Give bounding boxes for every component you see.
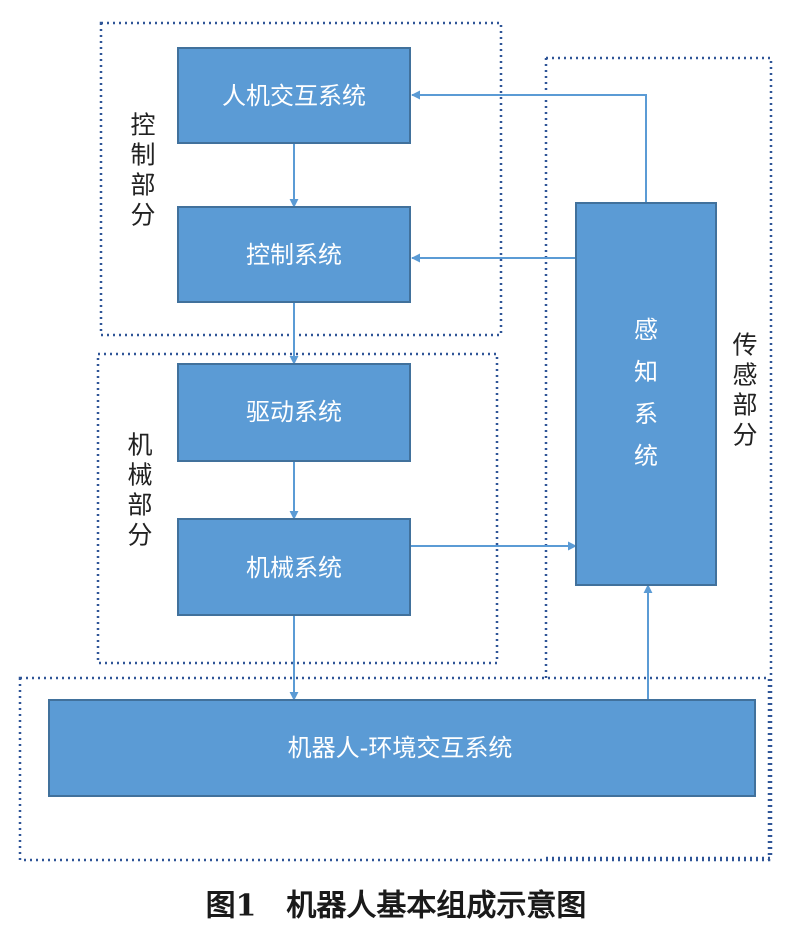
control-part-char-3: 部 — [130, 171, 155, 200]
mechanical-part-char-3: 部 — [127, 491, 152, 520]
sensing-part-char-1: 传 — [732, 331, 757, 360]
perception-system-box: 感 知 系 统 — [575, 202, 717, 586]
perception-char-2: 知 — [634, 358, 658, 386]
environment-part-border — [18, 676, 771, 862]
control-part-char-2: 制 — [130, 141, 155, 170]
mechanical-part-label: 机 械 部 分 — [127, 431, 152, 550]
perception-char-3: 系 — [634, 400, 658, 428]
sensing-part-label: 传 感 部 分 — [732, 331, 757, 450]
control-part-char-4: 分 — [130, 201, 155, 230]
environment-system-box: 机器人-环境交互系统 — [48, 699, 756, 797]
drive-system-box: 驱动系统 — [177, 363, 411, 462]
arrow-perception-to-hci — [411, 90, 647, 203]
figure-caption: 图1 机器人基本组成示意图 — [206, 889, 587, 924]
control-part-char-1: 控 — [130, 111, 155, 140]
control-part-label: 控 制 部 分 — [130, 111, 155, 230]
hci-system-box: 人机交互系统 — [177, 47, 411, 144]
mechanical-part-char-2: 械 — [127, 461, 152, 490]
mechanical-system-box: 机械系统 — [177, 518, 411, 616]
mechanical-system-label: 机械系统 — [246, 554, 342, 582]
perception-char-1: 感 — [634, 316, 658, 344]
control-system-label: 控制系统 — [246, 241, 342, 269]
perception-char-4: 统 — [634, 442, 658, 470]
control-system-box: 控制系统 — [177, 206, 411, 303]
hci-system-label: 人机交互系统 — [222, 82, 366, 110]
sensing-part-char-4: 分 — [732, 421, 757, 450]
sensing-part-char-3: 部 — [732, 391, 757, 420]
sensing-part-char-2: 感 — [732, 361, 757, 390]
mechanical-part-char-1: 机 — [127, 431, 152, 460]
drive-system-label: 驱动系统 — [246, 398, 342, 426]
sensing-part-border — [546, 56, 773, 860]
mechanical-part-border — [96, 352, 499, 665]
environment-system-label: 机器人-环境交互系统 — [288, 734, 513, 762]
mechanical-part-char-4: 分 — [127, 521, 152, 550]
control-part-border — [99, 21, 503, 337]
